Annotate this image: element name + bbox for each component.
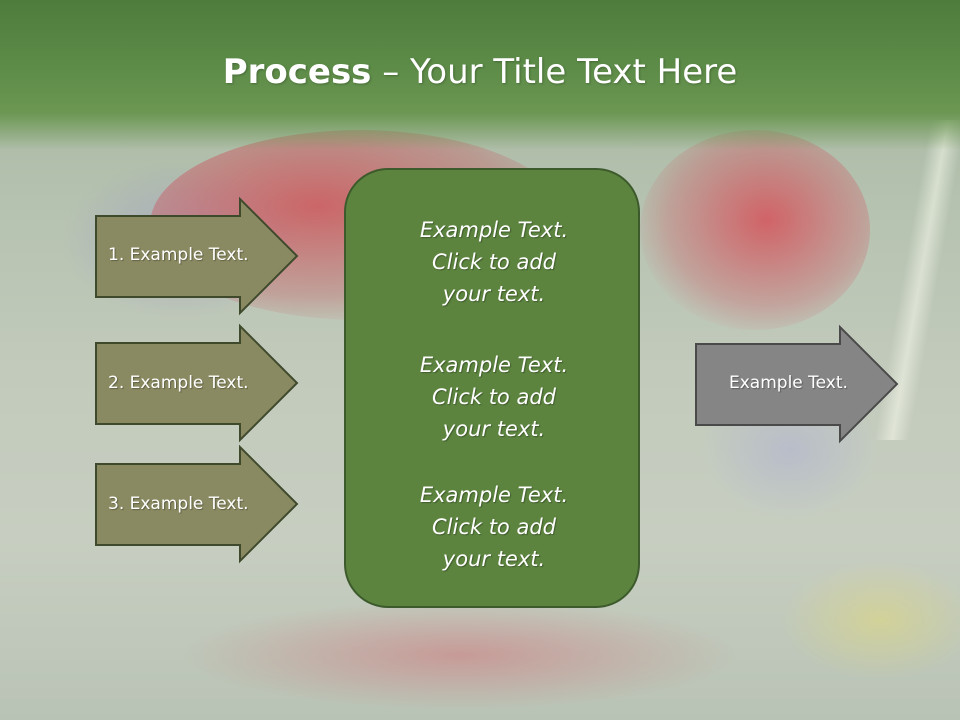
center-text-line: Example Text.: [419, 218, 569, 242]
center-text-line: Example Text.: [419, 353, 569, 377]
left-arrow-1[interactable]: [95, 196, 299, 316]
center-text-line: your text.: [442, 417, 546, 441]
center-text-line: your text.: [442, 282, 546, 306]
right-arrow-label: Example Text.: [729, 373, 848, 393]
left-arrow-1-label: 1. Example Text.: [108, 245, 249, 265]
center-text-line: Example Text.: [419, 483, 569, 507]
center-text-block-2: Example Text. Click to add your text.: [346, 349, 642, 445]
left-arrow-2[interactable]: [95, 323, 299, 443]
right-arrow[interactable]: [695, 324, 899, 444]
left-arrow-2-label: 2. Example Text.: [108, 373, 249, 393]
center-text-line: Click to add: [431, 385, 556, 409]
center-process-box[interactable]: Example Text. Click to add your text. Ex…: [344, 168, 640, 608]
center-text-line: Click to add: [431, 250, 556, 274]
center-text-line: Click to add: [431, 515, 556, 539]
left-arrow-3-label: 3. Example Text.: [108, 494, 249, 514]
left-arrow-3[interactable]: [95, 444, 299, 564]
center-text-block-1: Example Text. Click to add your text.: [346, 214, 642, 310]
slide-title[interactable]: Process – Your Title Text Here: [0, 52, 960, 92]
title-bold: Process: [222, 52, 372, 92]
center-text-block-3: Example Text. Click to add your text.: [346, 479, 642, 575]
title-banner: [0, 0, 960, 150]
title-rest: – Your Title Text Here: [371, 52, 738, 92]
center-text-line: your text.: [442, 547, 546, 571]
